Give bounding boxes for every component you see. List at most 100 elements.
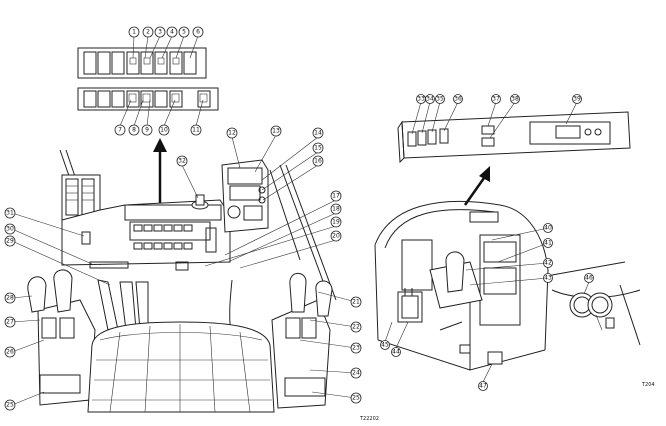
cab-perspective — [374, 200, 549, 371]
svg-text:47: 47 — [479, 383, 487, 390]
callout-36: 36 — [453, 94, 463, 104]
callout-26: 26 — [4, 346, 16, 358]
svg-text:3: 3 — [158, 29, 162, 36]
callout-16: 16 — [312, 155, 324, 167]
callout-39: 39 — [572, 94, 582, 104]
svg-text:25: 25 — [352, 395, 360, 402]
callout-24: 24 — [350, 367, 362, 379]
callout-45: 45 — [380, 340, 390, 350]
callout-25-left: 25 — [4, 399, 16, 411]
svg-text:5: 5 — [182, 29, 186, 36]
callout-44: 44 — [391, 347, 401, 357]
svg-text:36: 36 — [454, 96, 462, 103]
callout-10: 10 — [158, 124, 170, 136]
callout-9: 9 — [141, 124, 153, 136]
svg-text:2: 2 — [146, 29, 150, 36]
svg-text:43: 43 — [544, 275, 552, 282]
callout-42: 42 — [543, 258, 553, 268]
svg-text:41: 41 — [544, 240, 552, 247]
svg-text:34: 34 — [426, 96, 434, 103]
callout-43: 43 — [543, 273, 553, 283]
svg-text:31: 31 — [6, 210, 14, 217]
callout-13: 13 — [270, 125, 282, 137]
callout-11: 11 — [190, 124, 202, 136]
svg-text:23: 23 — [352, 345, 360, 352]
callout-33: 33 — [416, 94, 426, 104]
svg-text:37: 37 — [492, 96, 500, 103]
cab-interior — [27, 149, 337, 413]
switch-panel-top — [77, 47, 207, 79]
callout-31: 31 — [4, 207, 16, 219]
callout-28: 28 — [4, 292, 16, 304]
svg-text:4: 4 — [170, 29, 174, 36]
svg-text:29: 29 — [6, 238, 14, 245]
svg-text:6: 6 — [196, 29, 200, 36]
leader-lines-top — [119, 35, 204, 127]
callout-37: 37 — [491, 94, 501, 104]
callout-17: 17 — [330, 190, 342, 202]
leader-lines-cab — [11, 134, 357, 406]
gauge-detail — [551, 261, 641, 346]
callout-30: 30 — [4, 223, 16, 235]
svg-text:1: 1 — [132, 29, 136, 36]
leader-lines-cab-right — [384, 227, 549, 383]
callout-4: 4 — [166, 26, 178, 38]
callout-21: 21 — [350, 296, 362, 308]
svg-text:38: 38 — [511, 96, 519, 103]
svg-text:27: 27 — [6, 319, 14, 326]
callout-40: 40 — [543, 223, 553, 233]
svg-text:35: 35 — [436, 96, 444, 103]
svg-text:15: 15 — [314, 145, 322, 152]
callout-32: 32 — [176, 155, 188, 167]
callout-3: 3 — [154, 26, 166, 38]
svg-text:16: 16 — [314, 158, 322, 165]
callout-22: 22 — [350, 321, 362, 333]
svg-text:21: 21 — [352, 299, 360, 306]
callout-6: 6 — [192, 26, 204, 38]
callout-20: 20 — [330, 230, 342, 242]
callout-34: 34 — [425, 94, 435, 104]
callout-46: 46 — [584, 273, 594, 283]
overhead-console — [397, 111, 631, 164]
svg-text:7: 7 — [118, 127, 122, 134]
svg-text:19: 19 — [332, 219, 340, 226]
svg-text:28: 28 — [6, 295, 14, 302]
callout-2: 2 — [142, 26, 154, 38]
callout-47: 47 — [478, 381, 488, 391]
figure-code-left: T22202 — [359, 416, 379, 422]
svg-text:39: 39 — [573, 96, 581, 103]
callout-12: 12 — [226, 127, 238, 139]
pointer-arrow-right — [463, 166, 490, 206]
svg-text:18: 18 — [332, 206, 340, 213]
leader-lines-console — [411, 101, 578, 139]
svg-text:17: 17 — [332, 193, 340, 200]
callout-7: 7 — [114, 124, 126, 136]
pointer-arrow-left — [153, 138, 167, 210]
svg-text:20: 20 — [332, 233, 340, 240]
figure-code-right: T204 — [641, 382, 655, 388]
svg-text:22: 22 — [352, 324, 360, 331]
svg-text:24: 24 — [352, 370, 360, 377]
callout-25-right: 25 — [350, 392, 362, 404]
callout-19: 19 — [330, 216, 342, 228]
callout-23: 23 — [350, 342, 362, 354]
callout-41: 41 — [543, 238, 553, 248]
svg-text:14: 14 — [314, 130, 322, 137]
svg-text:46: 46 — [585, 275, 593, 282]
svg-text:25: 25 — [6, 402, 14, 409]
svg-text:44: 44 — [392, 349, 400, 356]
svg-text:9: 9 — [145, 127, 149, 134]
callout-35: 35 — [435, 94, 445, 104]
svg-text:40: 40 — [544, 225, 552, 232]
svg-text:11: 11 — [192, 127, 200, 134]
svg-text:10: 10 — [160, 127, 168, 134]
svg-text:30: 30 — [6, 226, 14, 233]
svg-text:42: 42 — [544, 260, 552, 267]
svg-text:33: 33 — [417, 96, 425, 103]
svg-text:8: 8 — [132, 127, 136, 134]
callout-18: 18 — [330, 203, 342, 215]
svg-text:45: 45 — [381, 342, 389, 349]
